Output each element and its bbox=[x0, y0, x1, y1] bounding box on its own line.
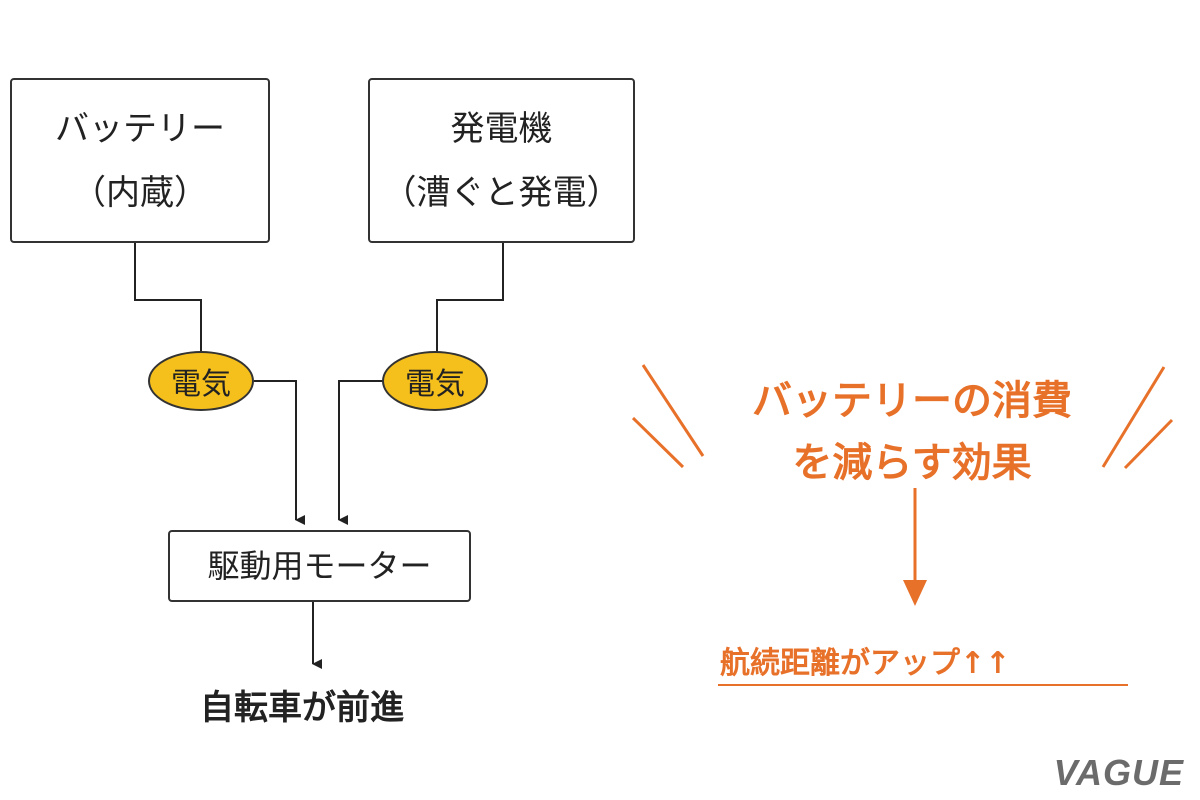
effect-line-2: を減らす効果 bbox=[792, 440, 1032, 486]
generator-sublabel: （漕ぐと発電） bbox=[382, 172, 621, 213]
generator-box: 発電機 （漕ぐと発電） bbox=[368, 78, 635, 243]
emphasis-line bbox=[631, 416, 685, 469]
electricity-arrow-right bbox=[338, 380, 384, 525]
emphasis-line bbox=[1123, 418, 1174, 470]
electricity-label-right: 電気 bbox=[382, 351, 488, 411]
motor-box: 駆動用モーター bbox=[168, 530, 471, 602]
effect-line-1: バッテリーの消費 bbox=[752, 378, 1072, 424]
range-up-label: 航続距離がアップ↑↑ bbox=[720, 646, 1011, 681]
range-up-underline bbox=[718, 684, 1128, 686]
effect-callout: バッテリーの消費 を減らす効果 bbox=[0, 370, 1200, 494]
effect-arrow-head bbox=[903, 580, 927, 606]
motor-label: 駆動用モーター bbox=[207, 547, 432, 585]
battery-label: バッテリー bbox=[55, 108, 225, 149]
emphasis-line bbox=[641, 364, 705, 457]
electricity-label-left: 電気 bbox=[148, 351, 254, 411]
generator-label: 発電機 bbox=[450, 108, 553, 149]
generator-connector bbox=[436, 243, 504, 352]
vague-logo: VAGUE bbox=[1053, 752, 1184, 793]
battery-connector bbox=[134, 243, 202, 352]
emphasis-line bbox=[1101, 366, 1166, 468]
battery-sublabel: （内蔵） bbox=[72, 172, 208, 213]
emphasis-marks bbox=[631, 364, 1174, 606]
electricity-arrow-left bbox=[254, 380, 305, 525]
outcome-label: 自転車が前進 bbox=[200, 688, 404, 728]
battery-box: バッテリー （内蔵） bbox=[10, 78, 270, 243]
